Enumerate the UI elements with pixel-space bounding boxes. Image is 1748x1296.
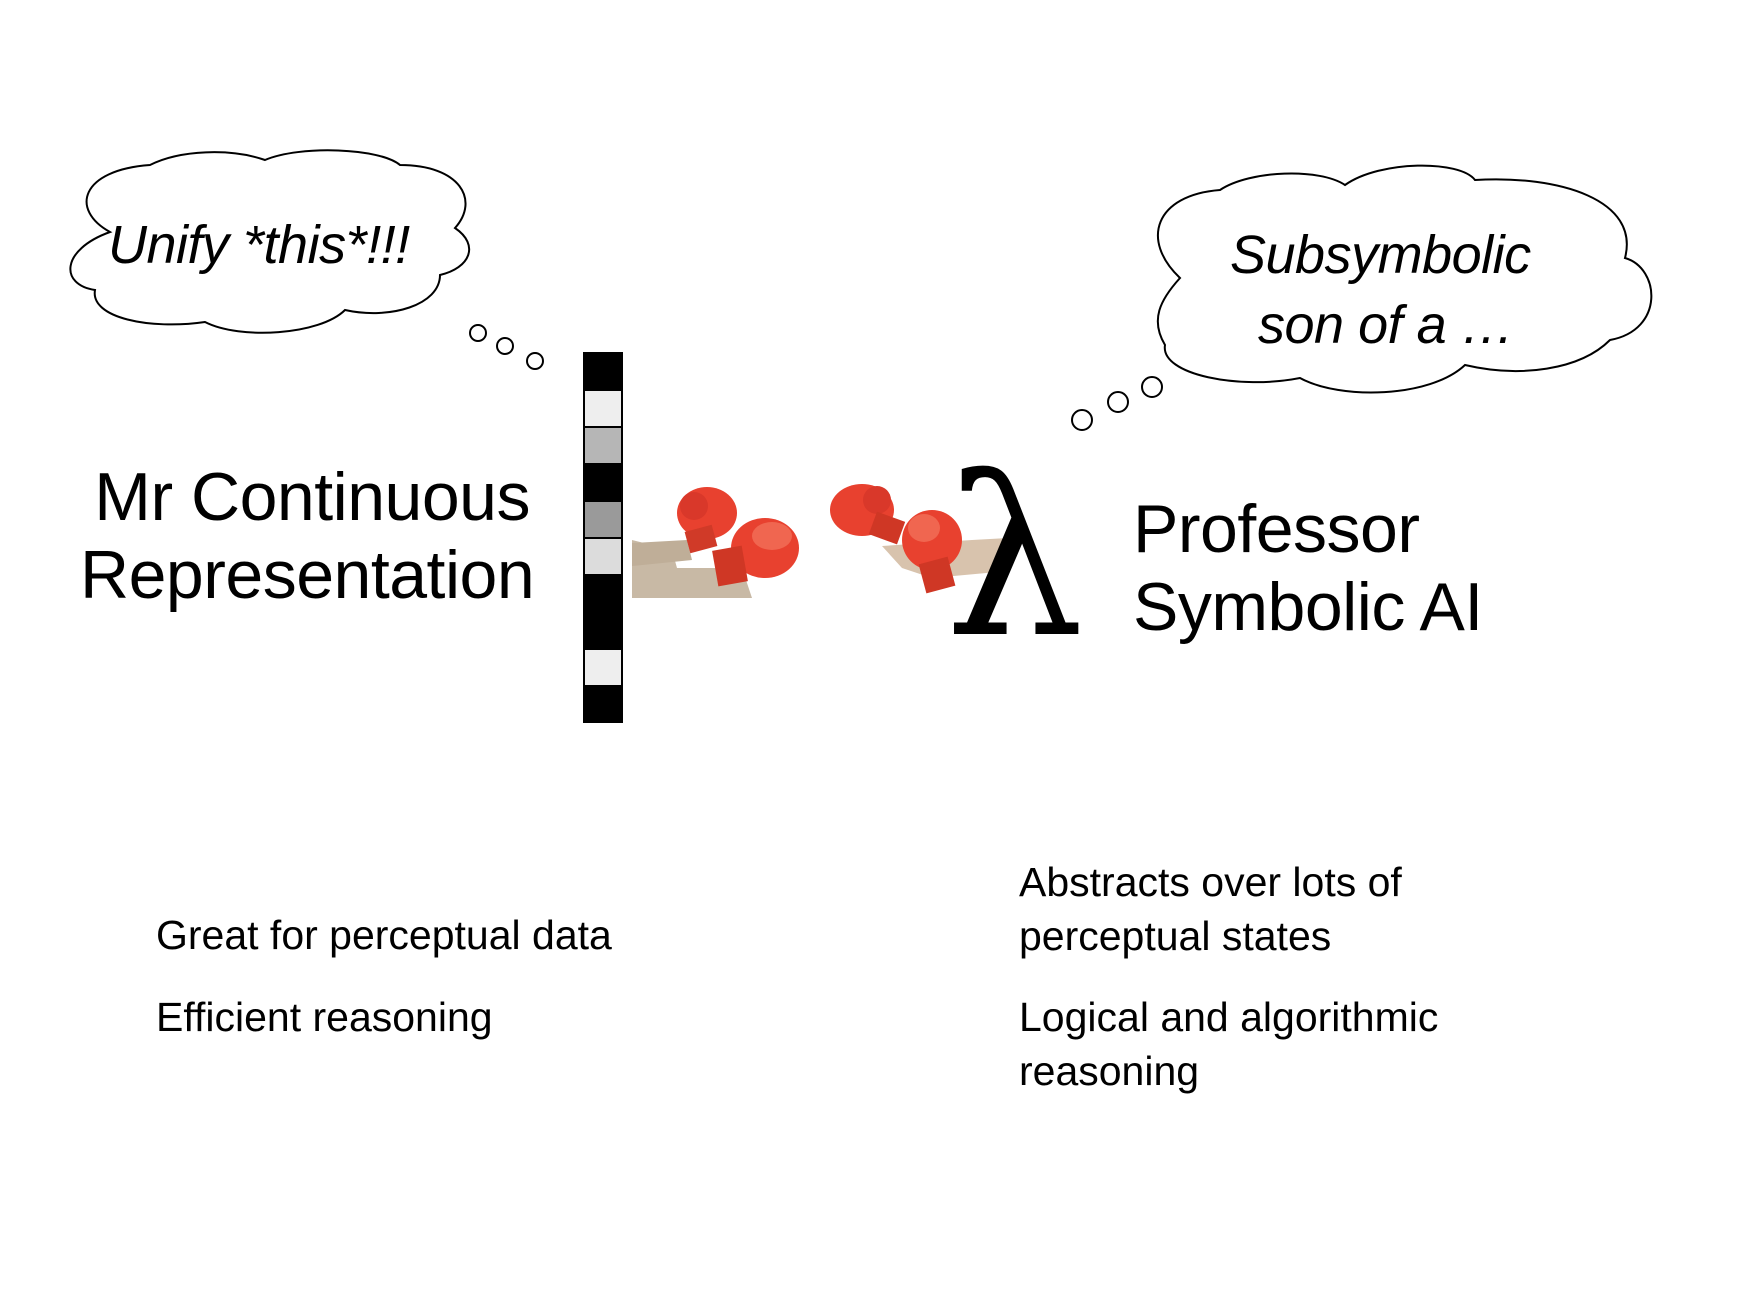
right-thought-line-2: son of a … [1258, 295, 1515, 355]
right-thought-bubble [1107, 391, 1129, 413]
vector-cell [583, 352, 623, 390]
right-bullet-1: Abstracts over lots of perceptual states [1019, 855, 1402, 963]
right-glove-lower-icon [902, 510, 962, 594]
right-character-name: Professor Symbolic AI [1133, 490, 1483, 646]
left-name-line-1: Mr Continuous [94, 459, 530, 535]
left-thought-bubble [526, 352, 544, 370]
right-thought-line-1: Subsymbolic [1230, 225, 1531, 285]
continuous-vector-bar [583, 352, 623, 723]
vector-cell [583, 538, 623, 575]
left-arm-icon [632, 540, 692, 566]
right-thought-cloud [1156, 164, 1653, 394]
right-bullet-2-line-2: reasoning [1019, 1048, 1200, 1094]
left-bullet-1: Great for perceptual data [156, 912, 612, 958]
left-character-name: Mr Continuous Representation [80, 458, 535, 614]
right-bullet-1-line-2: perceptual states [1019, 913, 1332, 959]
left-glove-upper-icon [677, 487, 737, 554]
vector-cell [583, 501, 623, 538]
left-thought-bubble [469, 324, 487, 342]
right-thought-bubble [1141, 376, 1163, 398]
vector-cell [583, 649, 623, 686]
right-name-line-2: Symbolic AI [1133, 569, 1483, 645]
lambda-symbol: λ [945, 430, 1085, 686]
vector-cell [583, 427, 623, 464]
right-name-line-1: Professor [1133, 491, 1420, 567]
vector-cell [583, 612, 623, 649]
right-bullet-2-line-1: Logical and algorithmic [1019, 994, 1439, 1040]
left-thought-cloud [69, 149, 471, 334]
right-bullet-1-line-1: Abstracts over lots of [1019, 859, 1402, 905]
boxing-gloves-image [632, 484, 1008, 598]
vector-cell [583, 686, 623, 723]
left-name-line-2: Representation [80, 537, 535, 613]
left-bullet-2: Efficient reasoning [156, 994, 493, 1040]
right-bullet-2: Logical and algorithmic reasoning [1019, 990, 1438, 1098]
left-thought-bubble [496, 337, 514, 355]
left-thought-text: Unify *this*!!! [108, 215, 410, 275]
right-thought-bubble [1071, 409, 1093, 431]
vector-cell [583, 464, 623, 501]
vector-cell [583, 390, 623, 427]
left-glove-lower-icon [712, 518, 799, 587]
vector-cell [583, 575, 623, 612]
right-glove-upper-icon [830, 484, 906, 545]
